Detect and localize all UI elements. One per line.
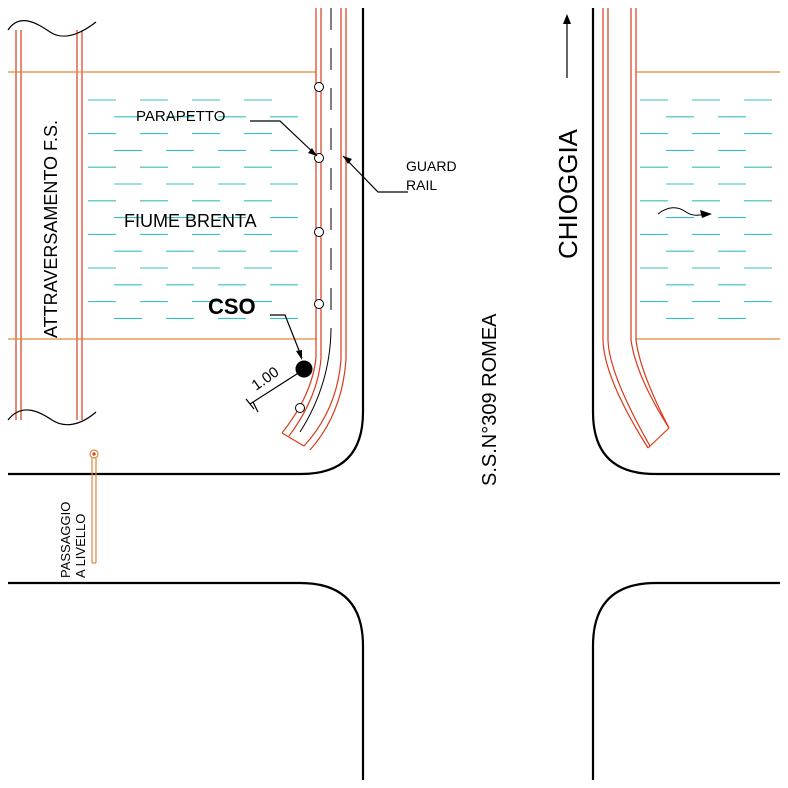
river-water-right bbox=[640, 99, 772, 319]
parapet-posts bbox=[295, 82, 324, 413]
leader-lines bbox=[250, 120, 408, 360]
level-crossing-signal bbox=[89, 449, 99, 564]
river-banks bbox=[8, 71, 780, 340]
direction-label: CHIOGGIA bbox=[553, 128, 583, 259]
river-label: FIUME BRENTA bbox=[124, 211, 257, 231]
railway-strip bbox=[7, 20, 97, 426]
parapet-post-icon bbox=[314, 82, 324, 92]
road-outlines bbox=[8, 8, 780, 780]
bridge-left-edge bbox=[281, 8, 347, 451]
parapet-post-icon bbox=[295, 403, 305, 413]
parapet-post-icon bbox=[314, 299, 324, 309]
guard-rail-label-1: GUARD bbox=[406, 158, 457, 174]
level-crossing-label-2: A LIVELLO bbox=[73, 514, 88, 578]
dimension-marker bbox=[245, 366, 305, 413]
bridge-right-edge bbox=[602, 8, 670, 449]
parapet-post-icon bbox=[314, 227, 324, 237]
parapet-label: PARAPETTO bbox=[136, 108, 225, 125]
dimension-label: 1.00 bbox=[249, 364, 283, 395]
road-label: S.S.N°309 ROMEA bbox=[479, 313, 501, 486]
guard-rail-label-2: RAIL bbox=[406, 177, 437, 193]
direction-arrow-icon bbox=[563, 14, 571, 78]
cso-marker-icon bbox=[295, 360, 313, 378]
railway-label: ATTRAVERSAMENTO F.S. bbox=[41, 120, 61, 338]
cso-label: CSO bbox=[208, 294, 256, 319]
river-water-left bbox=[88, 99, 298, 319]
flow-arrow-icon bbox=[657, 207, 712, 218]
level-crossing-label-1: PASSAGGIO bbox=[58, 502, 73, 578]
